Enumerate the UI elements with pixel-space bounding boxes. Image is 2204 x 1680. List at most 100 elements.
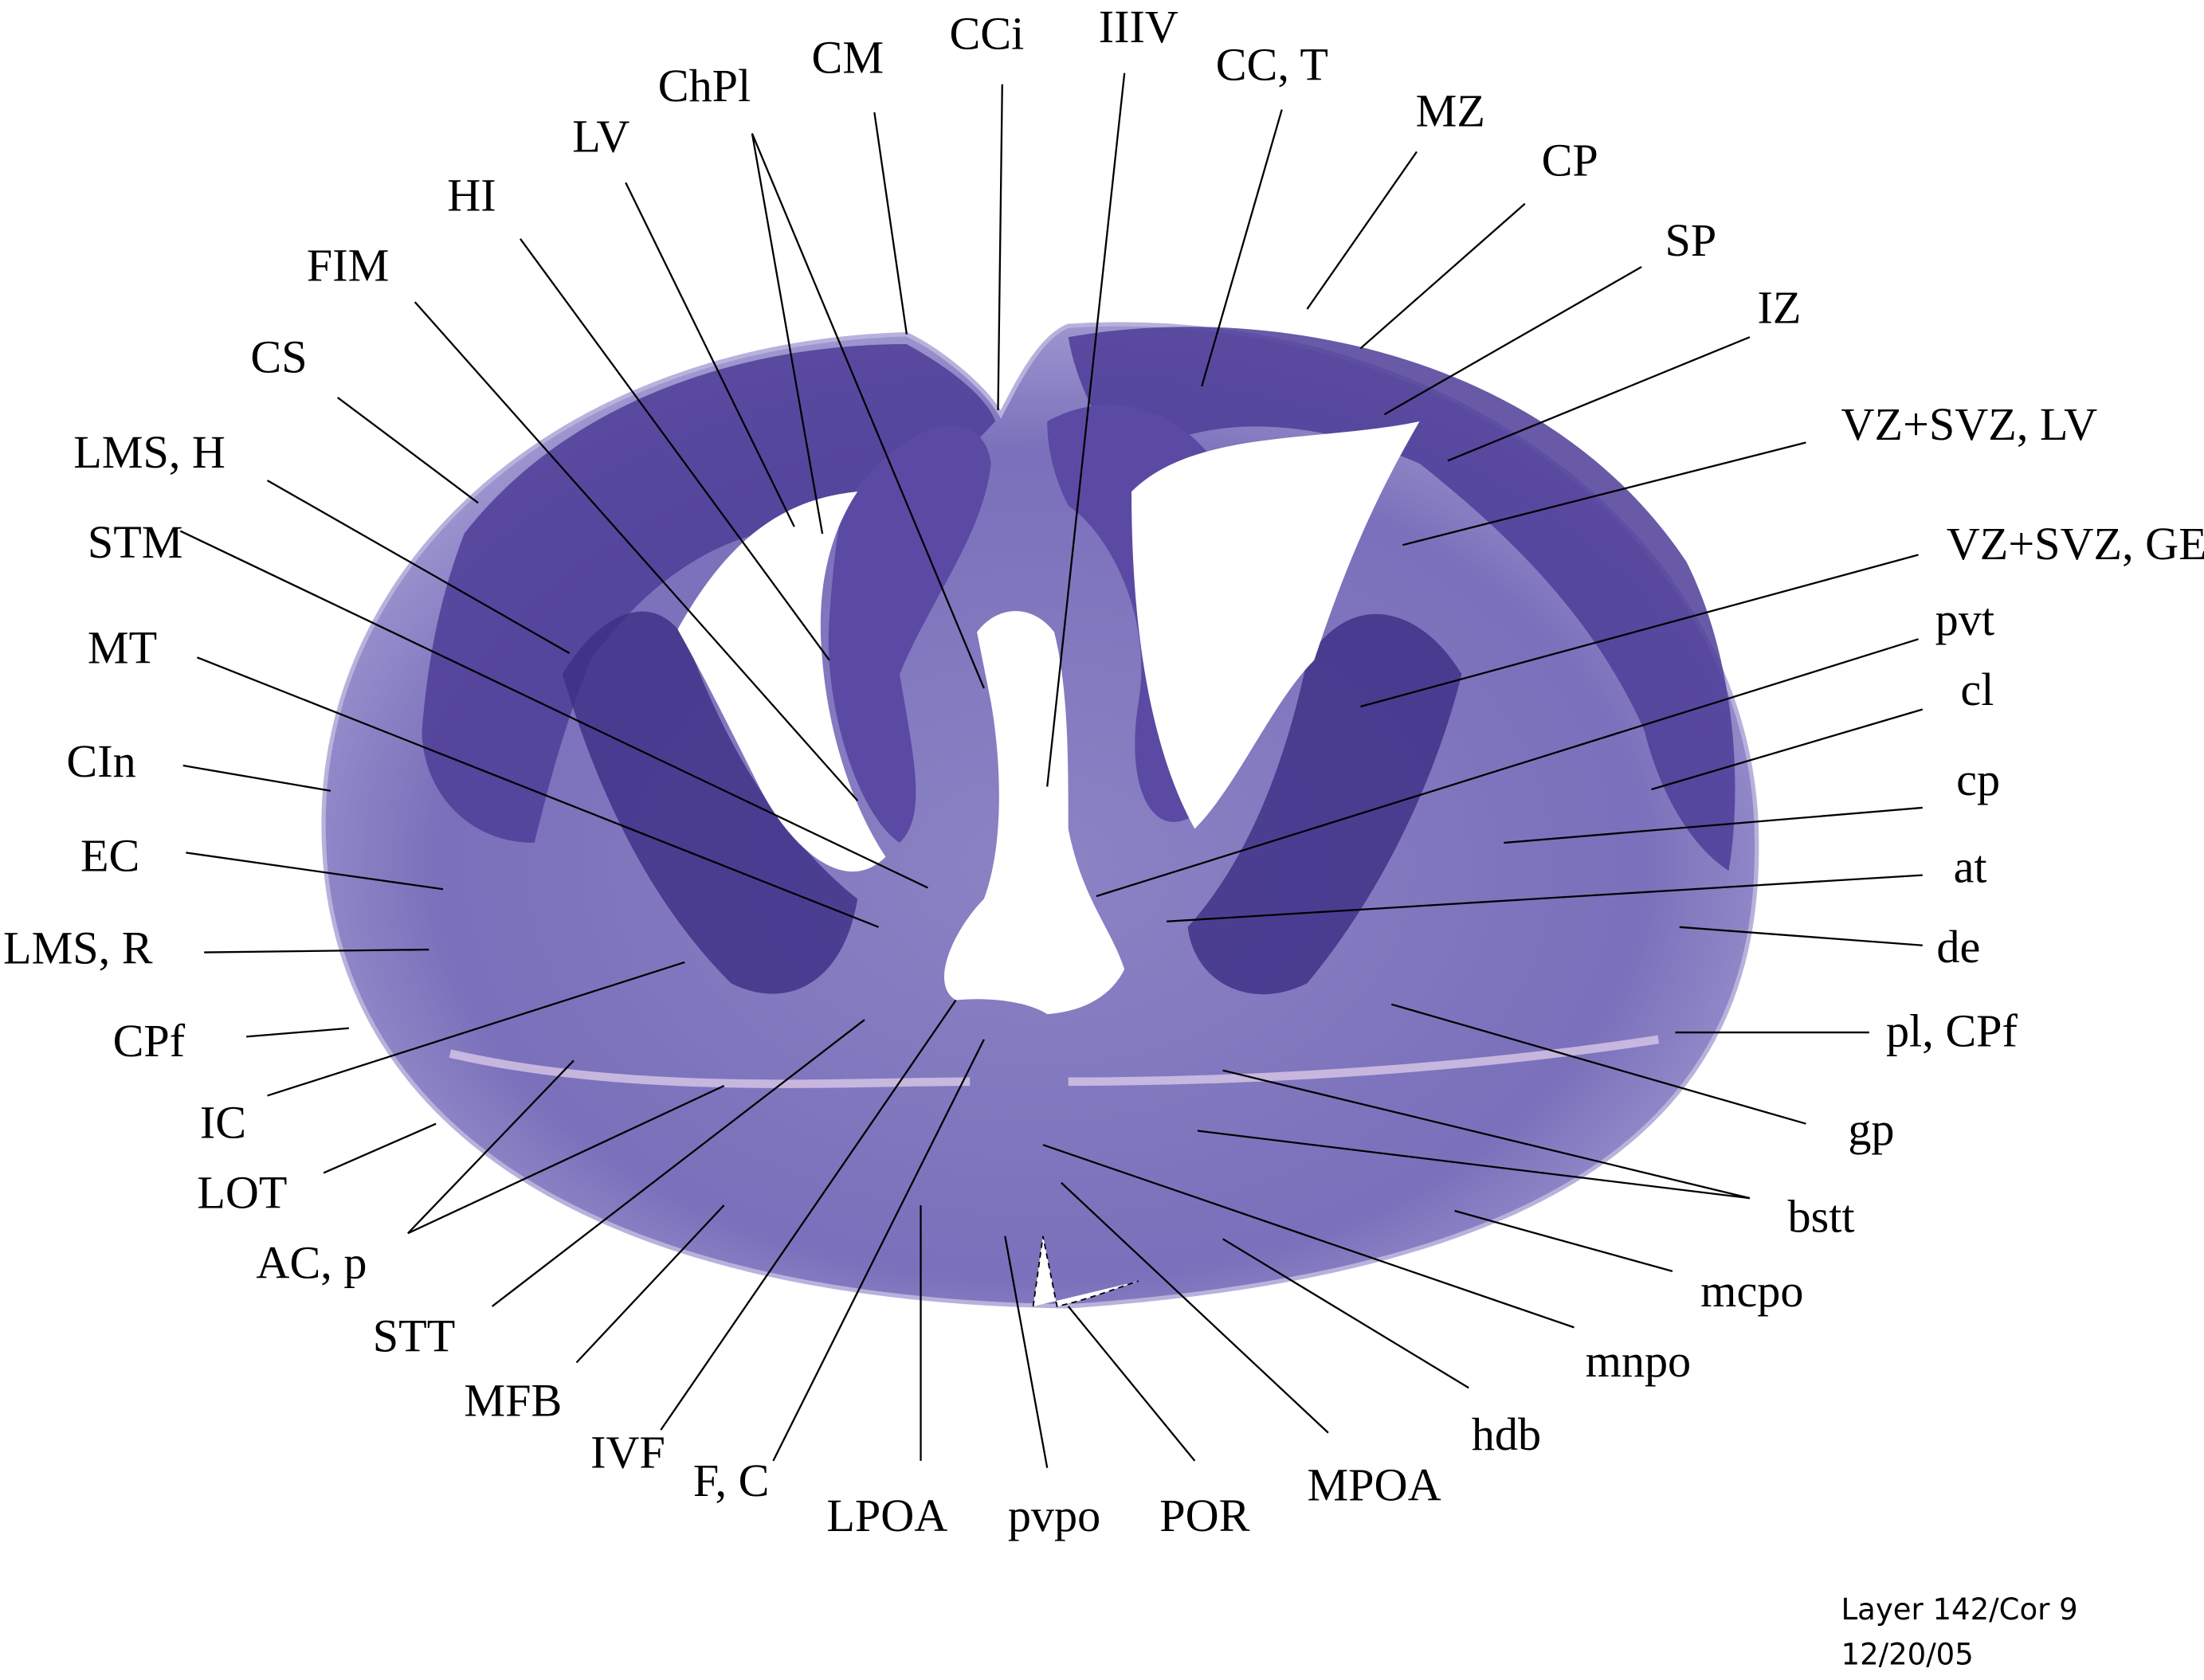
cortex-left	[422, 344, 995, 844]
leader-line-vz-svz-ge	[1360, 554, 1919, 708]
label-hdb: hdb	[1472, 1408, 1541, 1460]
leader-line-hdb	[1222, 1238, 1469, 1389]
fiber-band	[449, 1035, 1660, 1088]
leader-line-cl	[1651, 708, 1924, 791]
leader-line-fim	[414, 301, 859, 801]
leader-line-mpoa	[1061, 1181, 1329, 1434]
label-sp: SP	[1665, 214, 1716, 266]
leader-line-stt	[491, 1019, 865, 1307]
label-pvt: pvt	[1935, 593, 1994, 645]
label-hi: HI	[447, 170, 496, 221]
label-lms-h: LMS, H	[73, 426, 225, 478]
leader-line-lms-r	[204, 948, 429, 954]
leader-line-sp	[1383, 266, 1642, 416]
leader-line-lv	[625, 182, 795, 527]
label-fim: FIM	[307, 240, 389, 292]
leader-line-gp	[1390, 1003, 1806, 1125]
leader-line-de	[1679, 926, 1923, 946]
label-chpl: ChPl	[658, 60, 751, 112]
label-cp: CP	[1542, 134, 1598, 186]
label-pl-cpf: pl, CPf	[1886, 1005, 2018, 1057]
label-gp: gp	[1848, 1103, 1894, 1155]
label-mnpo: mnpo	[1586, 1335, 1692, 1387]
leader-line-cp	[1504, 806, 1923, 844]
label-lms-r: LMS, R	[3, 922, 153, 974]
leader-line-cpf	[246, 1027, 349, 1038]
label-ac-p: AC, p	[256, 1237, 367, 1289]
leader-line-chpl	[751, 133, 824, 535]
label-pvpo: pvpo	[1008, 1490, 1100, 1541]
leader-line-hi	[520, 238, 830, 661]
label-cp: cp	[1956, 754, 2000, 805]
label-mpoa: MPOA	[1307, 1459, 1441, 1510]
ganglionic-eminence-right	[1187, 613, 1462, 995]
lateral-ventricle-left	[677, 491, 886, 872]
hippocampus-left	[828, 425, 991, 844]
caption-date: 12/20/05	[1841, 1638, 1974, 1672]
leader-line-cp	[1359, 202, 1526, 350]
leader-line-at	[1167, 874, 1923, 922]
leader-line-vz-svz-lv	[1402, 441, 1806, 546]
label-iiiv: IIIV	[1099, 1, 1178, 53]
label-ivf: IVF	[590, 1427, 665, 1478]
cortex-right	[1068, 327, 1735, 871]
leader-line-cci	[997, 84, 1003, 410]
tissue-section	[321, 322, 1759, 1309]
label-lpoa: LPOA	[826, 1490, 947, 1541]
label-cci: CCi	[950, 8, 1025, 60]
leader-line-bstt	[1222, 1069, 1751, 1200]
leader-line-lot	[323, 1122, 437, 1174]
leader-line-stm	[179, 530, 928, 889]
label-iz: IZ	[1757, 282, 1801, 334]
leader-line-por	[1067, 1306, 1196, 1462]
label-at: at	[1954, 840, 1987, 892]
leader-line-cm	[873, 112, 908, 335]
label-cs: CS	[250, 331, 307, 382]
leader-line-ac-p	[407, 1085, 725, 1235]
label-cm: CM	[812, 32, 884, 84]
leader-line-cs	[337, 397, 479, 504]
leader-line-f-c	[772, 1039, 985, 1462]
label-por: POR	[1159, 1490, 1249, 1541]
label-lot: LOT	[197, 1167, 287, 1219]
label-cc-t: CC, T	[1216, 39, 1328, 91]
leader-line-ec	[186, 852, 444, 891]
leader-line-mfb	[575, 1204, 725, 1364]
lateral-ventricle-right	[1131, 421, 1420, 829]
label-ec: EC	[80, 829, 139, 881]
leader-line-mcpo	[1454, 1209, 1673, 1272]
leader-line-mnpo	[1042, 1144, 1575, 1329]
third-ventricle	[944, 611, 1125, 1015]
leader-line-chpl	[751, 133, 985, 689]
label-mcpo: mcpo	[1700, 1265, 1803, 1317]
label-bstt: bstt	[1788, 1190, 1855, 1242]
label-cl: cl	[1960, 664, 1994, 715]
label-stm: STM	[88, 516, 183, 568]
leader-line-bstt	[1197, 1130, 1751, 1200]
label-cpf: CPf	[113, 1015, 186, 1067]
leader-line-lms-h	[266, 480, 571, 654]
midline-notch	[1032, 1236, 1139, 1307]
label-cin: CIn	[66, 735, 135, 787]
leader-line-ivf	[660, 999, 957, 1431]
label-mt: MT	[88, 621, 157, 673]
leader-line-cin	[182, 764, 331, 792]
label-ic: IC	[200, 1096, 246, 1148]
label-vz-svz-ge: VZ+SVZ, GE	[1947, 518, 2204, 570]
label-stt: STT	[373, 1310, 455, 1361]
leader-line-iiiv	[1046, 72, 1126, 787]
label-mz: MZ	[1416, 85, 1485, 137]
leader-line-iz	[1447, 336, 1751, 462]
label-mfb: MFB	[464, 1374, 562, 1426]
caption-layer: Layer 142/Cor 9	[1841, 1592, 2078, 1627]
leader-line-mz	[1306, 151, 1418, 310]
leader-line-cc-t	[1201, 109, 1283, 387]
leader-line-mt	[196, 656, 880, 928]
label-de: de	[1936, 921, 1980, 973]
label-f-c: F, C	[693, 1455, 770, 1506]
label-lv: LV	[572, 110, 629, 162]
leader-line-pvt	[1096, 638, 1919, 898]
